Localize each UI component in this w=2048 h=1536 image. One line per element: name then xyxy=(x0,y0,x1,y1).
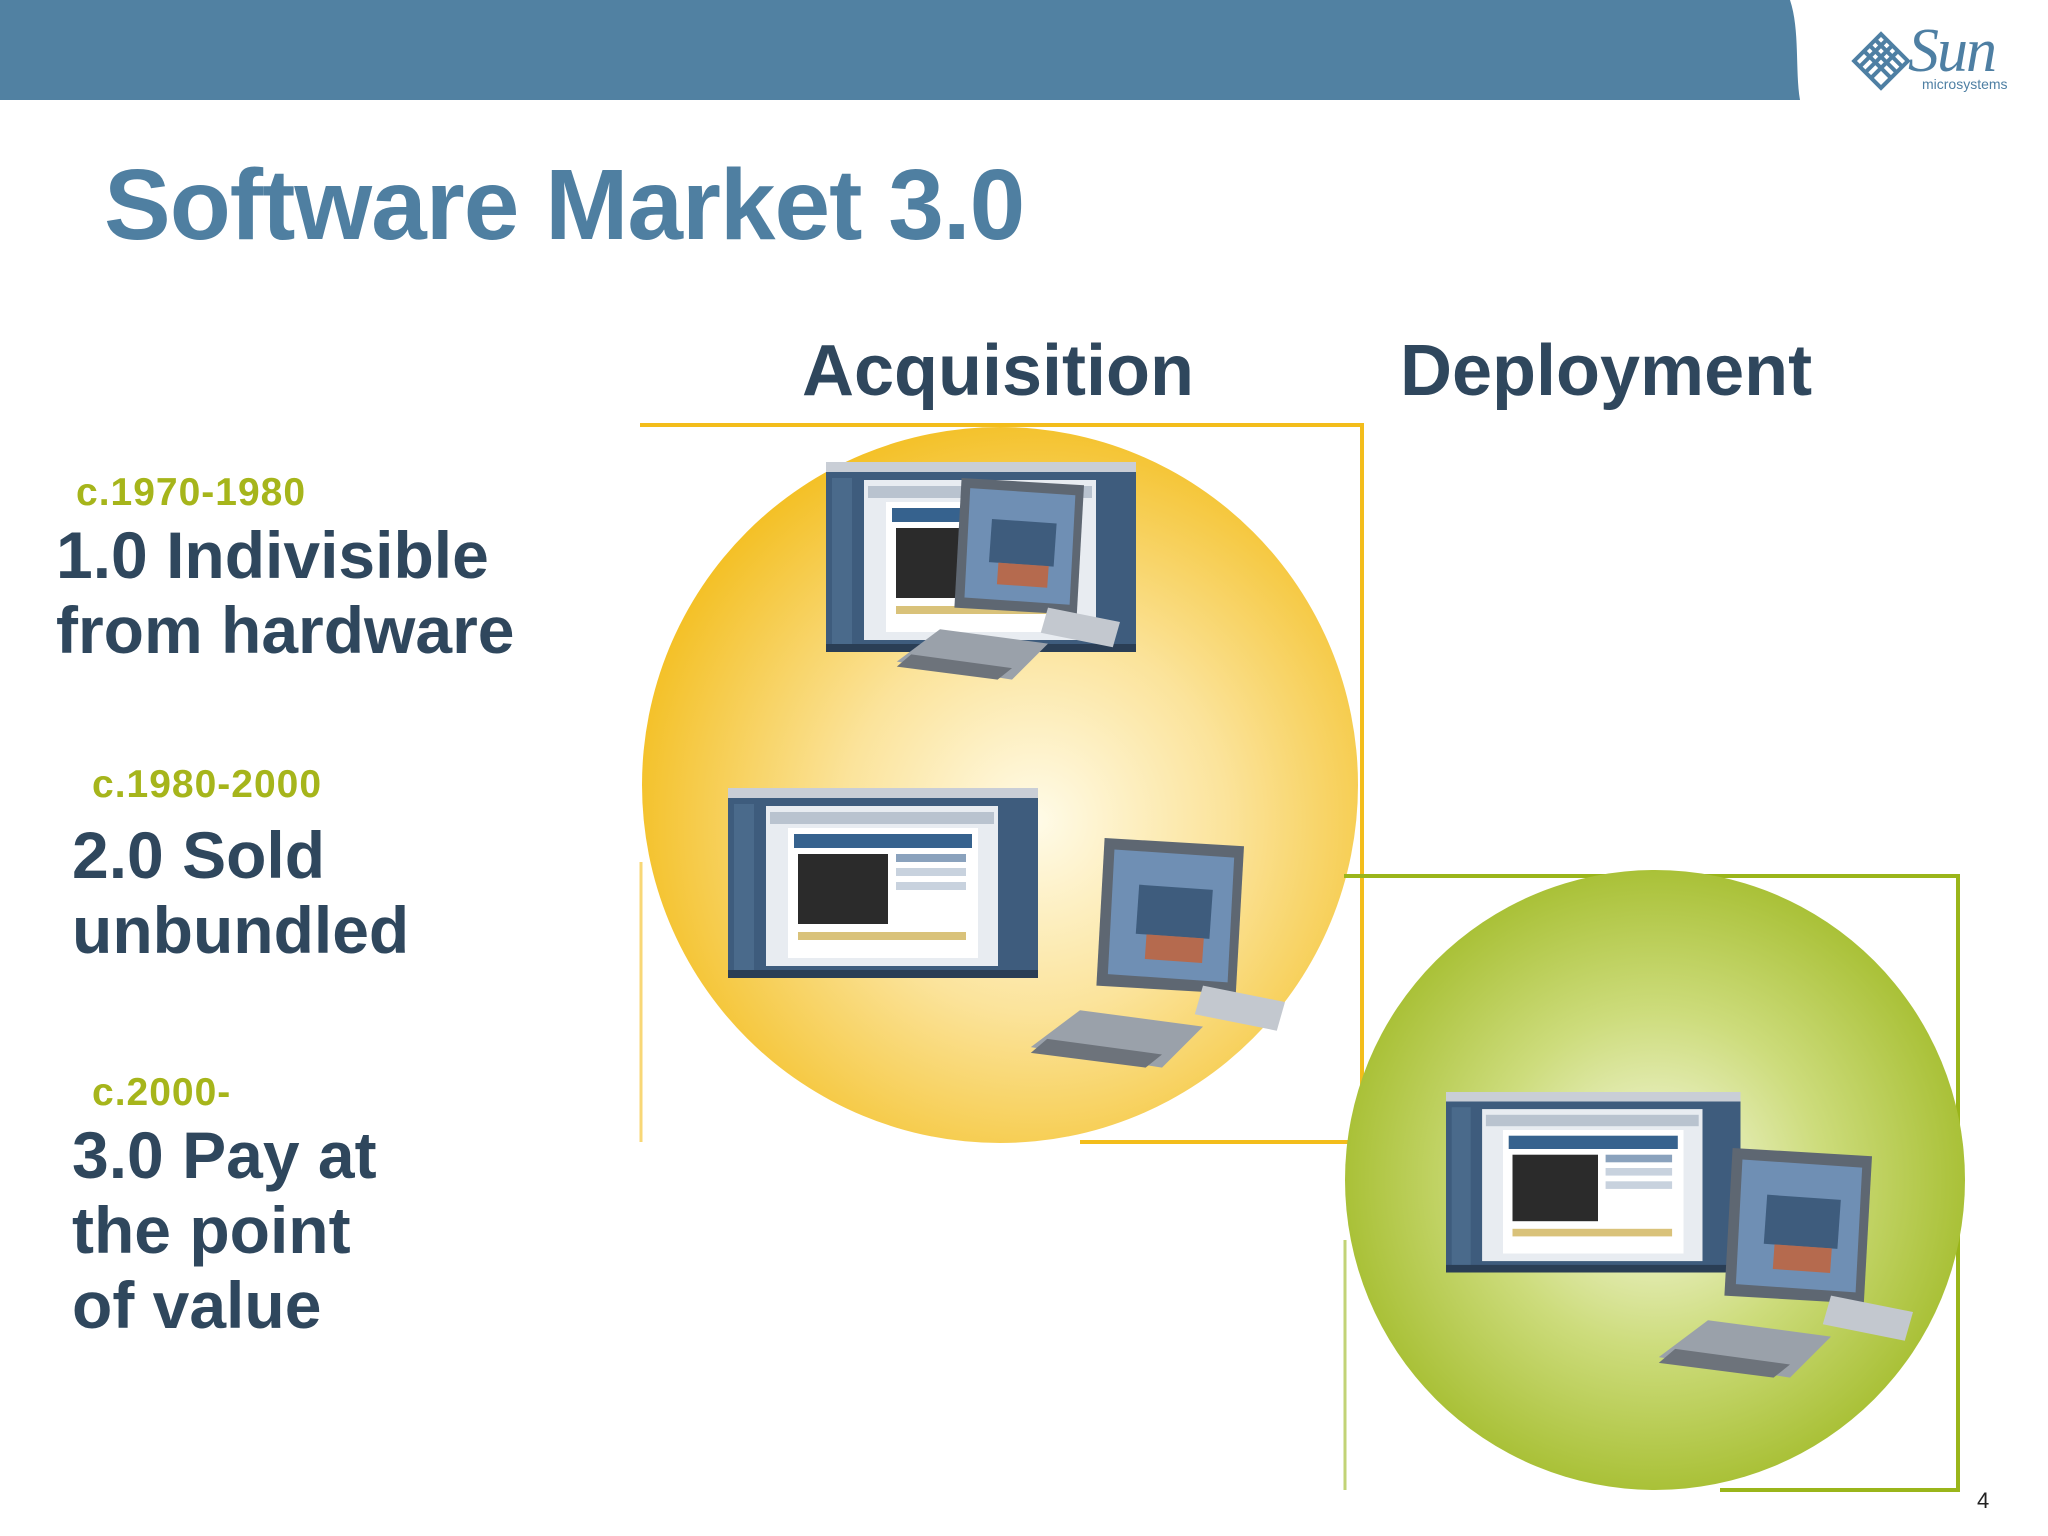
column-heading-acquisition: Acquisition xyxy=(802,331,1194,411)
desktop-workstation-icon xyxy=(1446,1092,1741,1273)
era-2-years: c.1980-2000 xyxy=(92,763,323,806)
desktop-workstation-icon xyxy=(728,788,1038,978)
page-number: 4 xyxy=(1977,1488,1990,1513)
header-bar xyxy=(0,0,1800,100)
sun-logo: Sun microsystems xyxy=(1850,17,2020,98)
era-3-label: 3.0 Pay at the point of value xyxy=(72,1118,377,1342)
slide-title: Software Market 3.0 xyxy=(104,149,1025,261)
era-1-label: 1.0 Indivisible from hardware xyxy=(56,518,515,667)
era-3-years: c.2000- xyxy=(92,1071,232,1114)
logo-tagline: microsystems xyxy=(1922,76,2008,92)
acquisition-bracket xyxy=(640,423,1364,1144)
era-2-label: 2.0 Sold unbundled xyxy=(72,818,410,967)
logo-wordmark: Sun xyxy=(1908,17,1997,85)
era-1-years: c.1970-1980 xyxy=(76,471,307,514)
sun-logo-icon xyxy=(1851,31,1911,91)
column-heading-deployment: Deployment xyxy=(1400,331,1813,411)
